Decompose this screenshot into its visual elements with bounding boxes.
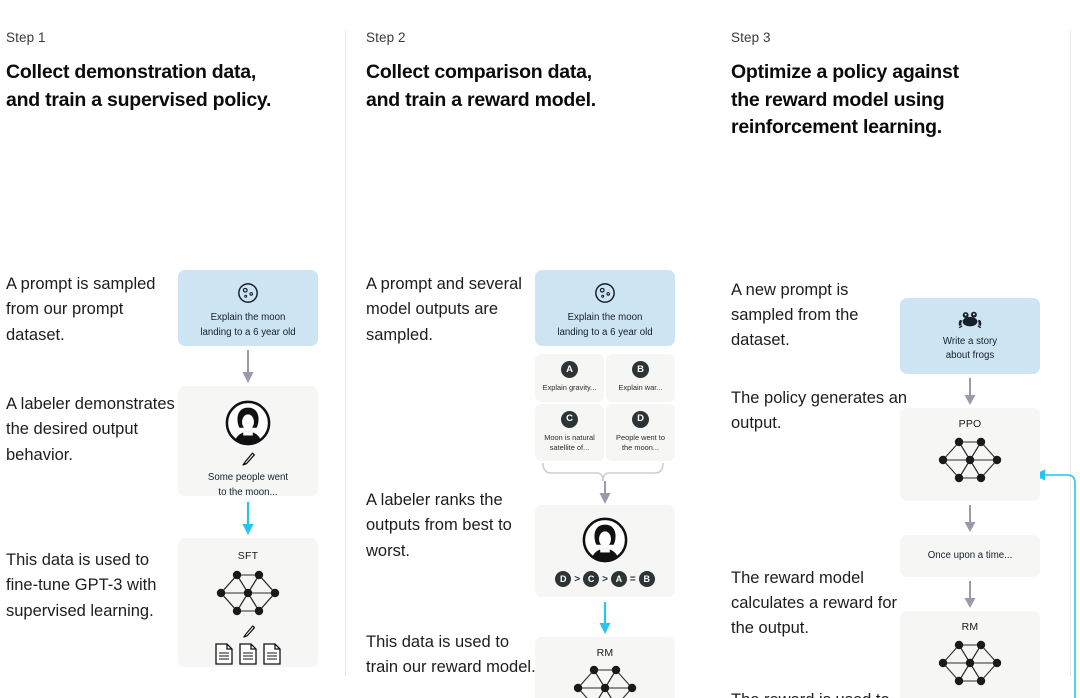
output-option-b-text: Explain war... [618,383,663,393]
prompt-card[interactable]: Write a story about frogs [900,298,1040,375]
step-3-paragraph-1: A new prompt is sampled from the dataset… [731,281,859,350]
step-1-paragraph-2: A labeler demonstrates the desired outpu… [6,395,175,464]
output-option-d-text: People went to the moon... [616,432,665,453]
step-2-title: Collect comparison data, and train a rew… [366,61,596,111]
step-2-label: Step 2 [366,30,406,45]
prompt-card-text: Explain the moon landing to a 6 year old [200,312,296,338]
moon-icon [178,282,318,304]
ppo-policy-card[interactable]: PPO [900,408,1040,502]
neural-network-icon [535,660,675,698]
option-letter-badge: C [561,410,578,428]
step-1-label: Step 1 [6,30,46,45]
rm-label: RM [596,647,614,660]
prompt-card-text: Write a story about frogs [942,336,998,362]
output-option-c[interactable]: C Moon is natural satellite of... [535,403,604,462]
step-3-paragraph-4: The reward is used to update the policy … [731,688,911,698]
neural-network-icon [900,635,1040,691]
rank-operator: > [574,573,581,585]
sft-label: SFT [237,550,259,563]
output-option-a-text: Explain gravity... [542,383,597,393]
arrow-ppo-to-output [900,501,1040,535]
step-1-paragraph-1: A prompt is sampled from our prompt data… [6,275,156,344]
rank-chip: D [555,571,572,588]
ppo-label: PPO [958,418,982,431]
arrow-prompt-to-labeler [178,346,318,386]
step-3-title: Optimize a policy against the reward mod… [731,61,959,139]
neural-network-icon [178,565,318,621]
documents-icon [178,642,318,666]
pencil-icon [178,623,318,640]
rm-label: RM [961,621,979,634]
step-2-flow: Explain the moon landing to a 6 year old… [535,270,675,698]
step-3-flow: Write a story about frogs PPO [900,298,1040,698]
prompt-card[interactable]: Explain the moon landing to a 6 year old [535,270,675,347]
policy-output-text: Once upon a time... [927,549,1013,561]
step-1-paragraph-3: This data is used to fine-tune GPT-3 wit… [6,551,157,620]
step-1-title: Collect demonstration data, and train a … [6,61,272,111]
moon-icon [535,282,675,304]
sft-model-card[interactable]: SFT [178,538,318,668]
frog-icon [900,309,1040,329]
column-divider-1 [345,30,346,676]
output-option-d[interactable]: D People went to the moon... [606,403,675,462]
arrow-ranking-to-rm [535,597,675,637]
rank-chip: A [610,571,627,588]
step-3-paragraph-2: The policy generates an output. [731,389,908,433]
labeler-avatar-icon [178,400,318,446]
option-letter-badge: A [561,361,578,379]
column-divider-2 [1070,30,1071,676]
step-3-label: Step 3 [731,30,771,45]
ranking-row: D > C > A = B [535,571,675,588]
arrow-labeler-to-sft [178,496,318,538]
option-letter-badge: D [632,410,649,428]
pencil-icon [178,450,318,468]
step-1-flow: Explain the moon landing to a 6 year old [178,270,318,668]
step-2-paragraph-1: A prompt and several model outputs are s… [366,275,522,344]
prompt-card-text: Explain the moon landing to a 6 year old [557,312,653,338]
rank-operator: > [602,573,608,585]
rank-chip: C [583,571,600,588]
labeler-ranking-card[interactable]: D > C > A = B [535,505,675,598]
output-option-b[interactable]: B Explain war... [606,354,675,402]
labeler-avatar-icon [535,517,675,563]
arrow-output-to-rm [900,577,1040,611]
neural-network-icon [900,432,1040,488]
step-2-column: Step 2 Collect comparison data, and trai… [360,0,1071,698]
step-2-paragraph-3: This data is used to train our reward mo… [366,633,536,677]
rank-chip: B [638,571,655,588]
model-outputs-grid: A Explain gravity... B Explain war... C … [535,354,675,462]
policy-output-card[interactable]: Once upon a time... [900,535,1040,578]
option-letter-badge: B [632,361,649,379]
step-2-paragraph-2: A labeler ranks the outputs from best to… [366,491,512,560]
step-3-column: Step 3 Optimize a policy against the rew… [725,0,1080,698]
brace-and-arrow [535,461,675,505]
reward-model-card[interactable]: RM [535,637,675,698]
rank-operator: = [629,573,636,585]
arrow-prompt-to-ppo [900,374,1040,408]
labeler-card-text: Some people went to the moon... [207,472,289,498]
step-1-column: Step 1 Collect demonstration data, and t… [0,0,360,698]
reward-model-card[interactable]: RM [900,611,1040,698]
output-option-c-text: Moon is natural satellite of... [544,432,595,453]
prompt-card[interactable]: Explain the moon landing to a 6 year old [178,270,318,347]
labeler-card[interactable]: Some people went to the moon... [178,386,318,498]
step-3-paragraph-3: The reward model calculates a reward for… [731,569,897,638]
output-option-a[interactable]: A Explain gravity... [535,354,604,402]
